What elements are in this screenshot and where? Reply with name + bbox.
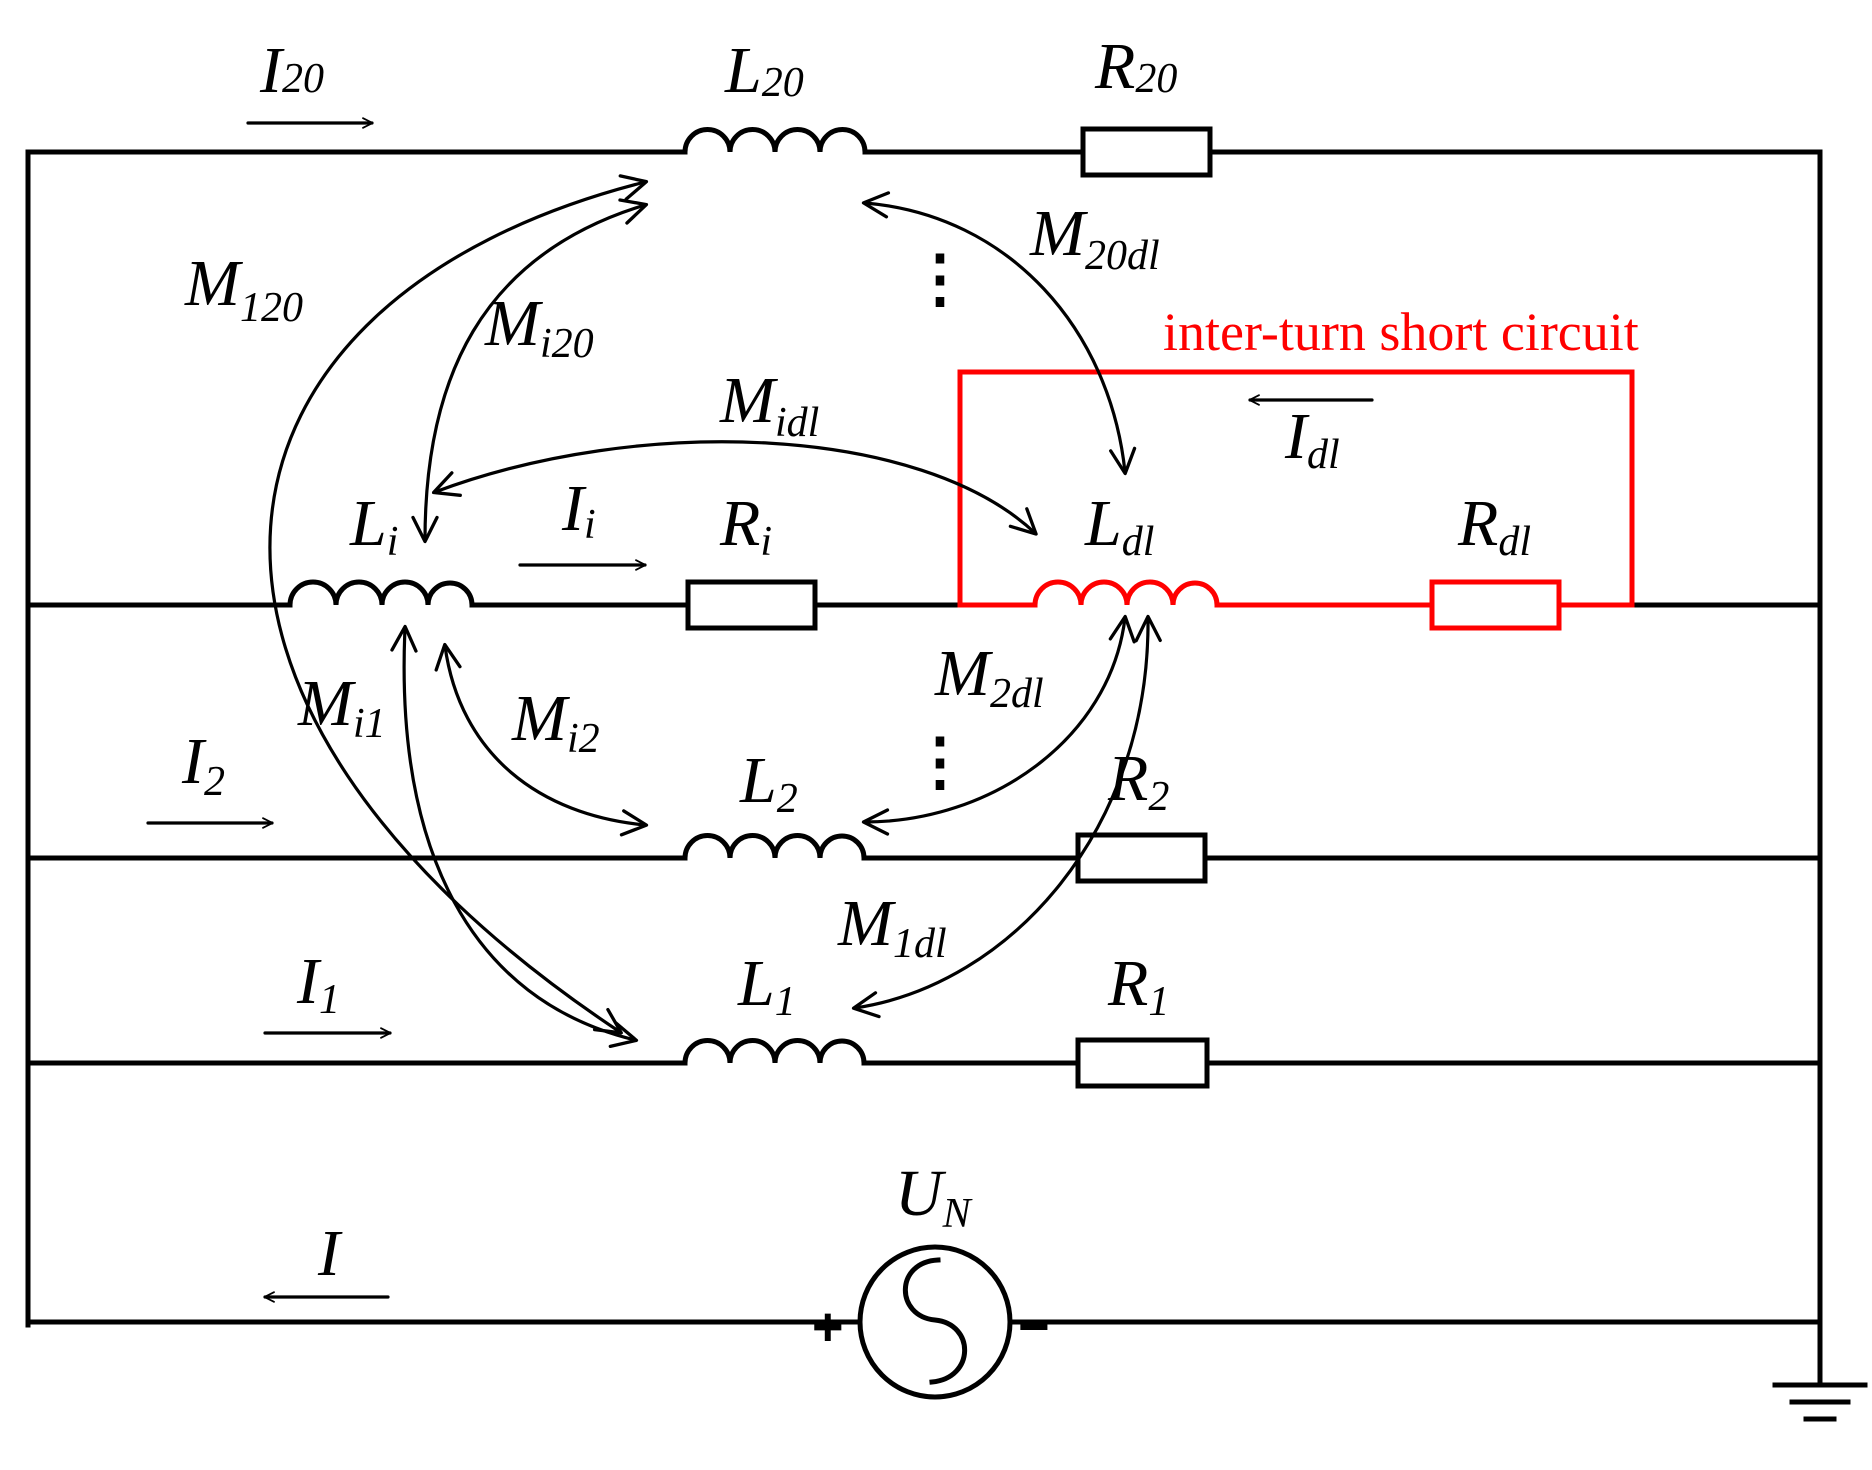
label-M1dl: M1dl: [837, 887, 947, 967]
label-Mi1: Mi1: [297, 667, 386, 747]
mutual-arrow-M2dl: [861, 614, 1136, 836]
label-Rdl: Rdl: [1457, 487, 1531, 565]
ellipsis-upper: ⋮: [908, 243, 972, 314]
label-R2: R2: [1107, 742, 1169, 820]
mutual-arrow-Mi20: [411, 198, 649, 544]
label-M2dl: M2dl: [934, 637, 1044, 717]
inductor-L1: [682, 1038, 867, 1066]
circuit-wires: [25, 149, 1823, 1383]
ground-icon: [1772, 1382, 1868, 1422]
label-Li: Li: [349, 487, 398, 565]
label-Mi20: Mi20: [484, 287, 594, 367]
label-L20: L20: [724, 34, 804, 107]
label-I2: I2: [181, 725, 225, 805]
resistor-R1: [1075, 1037, 1210, 1089]
label-Idl: Idl: [1284, 400, 1340, 478]
label-Ii: Ii: [561, 472, 596, 548]
resistor-Rdl: [1429, 579, 1562, 631]
inductor-L20: [682, 127, 868, 155]
current-arrows: [146, 117, 1374, 1303]
label-Ldl: Ldl: [1084, 487, 1154, 565]
source-minus-sign: −: [1018, 1297, 1050, 1357]
ac-source-circle: [857, 1244, 1013, 1400]
mutual-arrow-Mi2: [434, 642, 649, 837]
source-plus-sign: +: [812, 1297, 844, 1357]
label-R20: R20: [1094, 30, 1177, 103]
label-I1: I1: [296, 945, 340, 1023]
inductor-L2: [682, 833, 867, 861]
resistor-R20: [1080, 126, 1213, 178]
mutual-arrow-Mi1: [390, 624, 639, 1048]
ellipsis-lower: ⋮: [908, 726, 972, 797]
inductor-Li: [287, 579, 475, 608]
label-I: I: [317, 1217, 343, 1290]
label-I20: I20: [259, 34, 324, 107]
label-M120: M120: [184, 247, 303, 331]
mutual-arrow-Midl: [431, 440, 1038, 536]
inductor-Ldl: [1032, 579, 1220, 608]
label-Midl: Midl: [719, 364, 819, 446]
fault-annotation: inter-turn short circuit: [1163, 302, 1639, 362]
voltage-source: + −: [812, 1244, 1050, 1400]
label-R1: R1: [1107, 947, 1169, 1025]
mutual-arrow-M1dl: [851, 614, 1162, 1019]
label-Mi2: Mi2: [511, 682, 600, 762]
mutual-inductance-arrows: [268, 174, 1162, 1048]
resistor-R2: [1075, 832, 1208, 884]
labels: inter-turn short circuit I20 Ii I2 I1 I …: [181, 30, 1639, 1290]
label-UN: UN: [895, 1157, 973, 1237]
label-L2: L2: [739, 744, 798, 822]
resistor-Ri: [685, 579, 818, 631]
label-M20dl: M20dl: [1029, 197, 1160, 279]
inductors: [287, 127, 868, 1066]
mutual-arrow-M20dl: [861, 191, 1137, 476]
label-L1: L1: [737, 947, 796, 1025]
sine-wave-icon: [902, 1257, 968, 1385]
label-Ri: Ri: [719, 487, 772, 565]
